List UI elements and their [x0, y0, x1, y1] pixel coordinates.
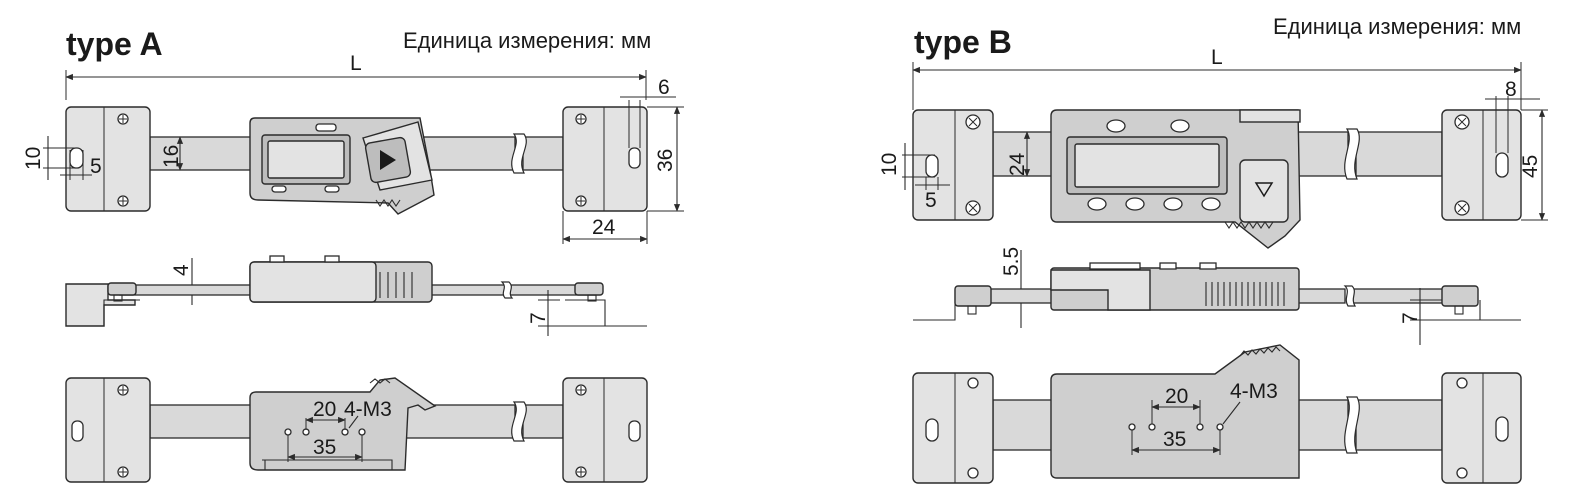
slot-hole-icon [71, 420, 84, 442]
type-a-dim-4: 4 [170, 264, 193, 276]
slot-hole-icon [1495, 416, 1509, 442]
type-b-dim-7: 7 [1399, 312, 1422, 324]
type-a-dim-20: 20 [313, 398, 336, 421]
type-b-unit-label: Единица измерения: мм [1273, 14, 1521, 39]
type-b-dim-35: 35 [1163, 428, 1186, 451]
type-a-dim-16: 16 [160, 145, 183, 168]
type-a-bottom-view [65, 377, 648, 483]
type-a-title: type A [66, 26, 163, 62]
type-a-dim-6: 6 [658, 76, 670, 99]
type-a-length-label: L [350, 52, 362, 75]
type-a-dim-7: 7 [527, 312, 550, 324]
type-a-top-view [65, 106, 648, 215]
type-b-title: type B [914, 24, 1012, 60]
type-b-dim-8: 8 [1505, 78, 1517, 101]
type-a-dim-10: 10 [22, 147, 45, 170]
type-b-dim-24: 24 [1006, 152, 1029, 176]
type-b-dim-45: 45 [1519, 155, 1542, 178]
type-a-drawing: type A Единица измерения: мм L [22, 26, 684, 483]
type-b-bottom-view [912, 344, 1522, 484]
type-a-dim-36: 36 [654, 149, 677, 172]
type-b-dim-5: 5 [925, 189, 937, 212]
slot-hole-icon [628, 420, 641, 442]
type-a-side-view [65, 255, 647, 327]
type-b-length-label: L [1211, 46, 1223, 69]
type-b-dim-10: 10 [878, 153, 901, 176]
type-b-dim-5-5: 5.5 [1000, 247, 1023, 276]
type-a-dim-24: 24 [592, 216, 616, 239]
slot-hole-icon [925, 418, 939, 442]
type-a-unit-label: Единица измерения: мм [403, 28, 651, 53]
type-b-holes-label: 4-M3 [1230, 380, 1278, 403]
type-a-dim-35: 35 [313, 436, 336, 459]
type-b-top-view [912, 109, 1522, 249]
arrow-button-icon [380, 150, 396, 170]
type-b-side-view [913, 262, 1521, 321]
type-b-drawing: type B Единица измерения: мм L [878, 14, 1548, 484]
type-b-dim-20: 20 [1165, 385, 1188, 408]
type-a-dim-5: 5 [90, 155, 102, 178]
type-a-holes-label: 4-M3 [344, 398, 392, 421]
arrow-button-icon [1254, 182, 1274, 198]
